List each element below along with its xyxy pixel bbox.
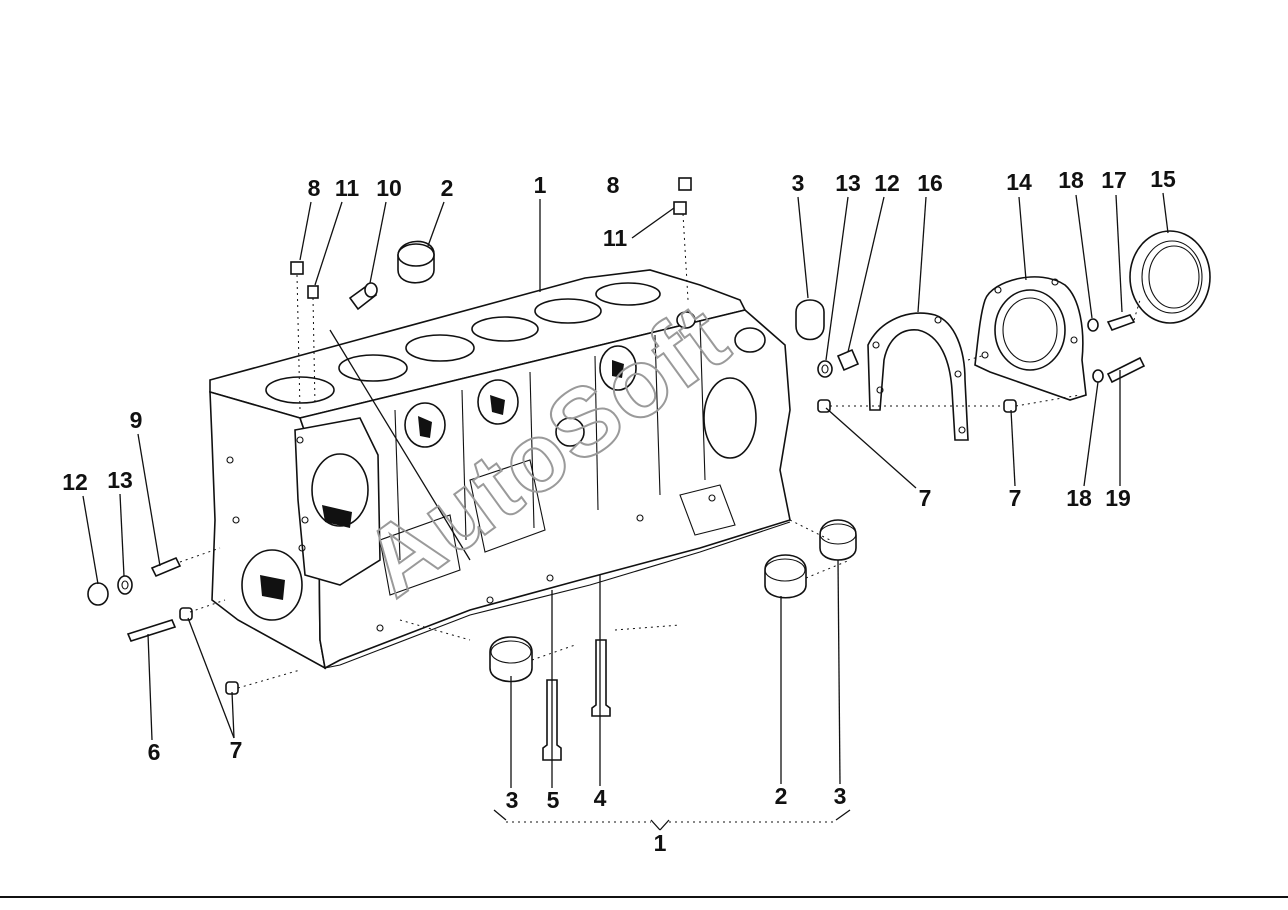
dowel-pin-8-right xyxy=(678,177,692,191)
plug-12-left xyxy=(87,582,109,606)
callout-label: 4 xyxy=(594,785,607,811)
core-plug-3-top xyxy=(795,299,825,341)
core-plug-3-bottom-right xyxy=(819,519,857,561)
callout-label: 18 xyxy=(1058,167,1084,193)
callout-label: 6 xyxy=(148,739,161,765)
dowel-7-left-upper xyxy=(179,607,193,621)
callout-label: 9 xyxy=(130,407,143,433)
callout-label: 3 xyxy=(834,783,847,809)
callout-label: 2 xyxy=(775,783,788,809)
callout-label: 13 xyxy=(107,467,133,493)
washer-13-left xyxy=(117,575,133,595)
plug-12-right xyxy=(836,348,860,372)
callout-label: 7 xyxy=(919,485,932,511)
callout-label: 18 xyxy=(1066,485,1092,511)
stud-6 xyxy=(126,619,177,642)
sleeve-11-right xyxy=(673,201,687,215)
callout-label: 7 xyxy=(1009,485,1022,511)
core-plug-2-bottom xyxy=(764,554,807,599)
callout-label: 8 xyxy=(308,175,321,201)
callout-label: 5 xyxy=(547,787,560,813)
dowel-pin-8-left xyxy=(290,261,304,275)
leader-lines xyxy=(82,192,1169,831)
sleeve-11-left xyxy=(307,285,319,299)
callout-label: 11 xyxy=(335,175,360,201)
callout-label: 11 xyxy=(603,225,628,251)
callout-label: 1 xyxy=(654,830,667,856)
cylinder-block xyxy=(209,269,791,670)
stud-9 xyxy=(150,556,182,578)
callout-label: 3 xyxy=(792,170,805,196)
callout-label: 12 xyxy=(62,469,88,495)
callout-label: 13 xyxy=(835,170,861,196)
callout-label: 1 xyxy=(534,172,547,198)
callout-label: 2 xyxy=(441,175,454,201)
callout-label: 7 xyxy=(230,737,243,763)
washer-18-top xyxy=(1087,318,1099,332)
callout-label: 14 xyxy=(1006,169,1032,195)
bolt-19 xyxy=(1106,356,1146,384)
callout-label: 16 xyxy=(917,170,943,196)
washer-13-right xyxy=(817,360,833,378)
oil-seal-15 xyxy=(1129,230,1211,324)
callout-label: 15 xyxy=(1150,166,1176,192)
washer-18-bottom xyxy=(1092,369,1104,383)
callout-label: 3 xyxy=(506,787,519,813)
bolt-17 xyxy=(1106,314,1136,331)
bolt-4 xyxy=(591,639,611,717)
rear-cover-gasket-16 xyxy=(867,312,969,441)
bottom-rule xyxy=(0,896,1288,898)
callout-label: 19 xyxy=(1105,485,1131,511)
callout-label: 8 xyxy=(607,172,620,198)
callout-label: 12 xyxy=(874,170,900,196)
callout-label: 17 xyxy=(1101,167,1127,193)
callout-label: 10 xyxy=(376,175,402,201)
dowel-7-right xyxy=(1003,399,1017,413)
